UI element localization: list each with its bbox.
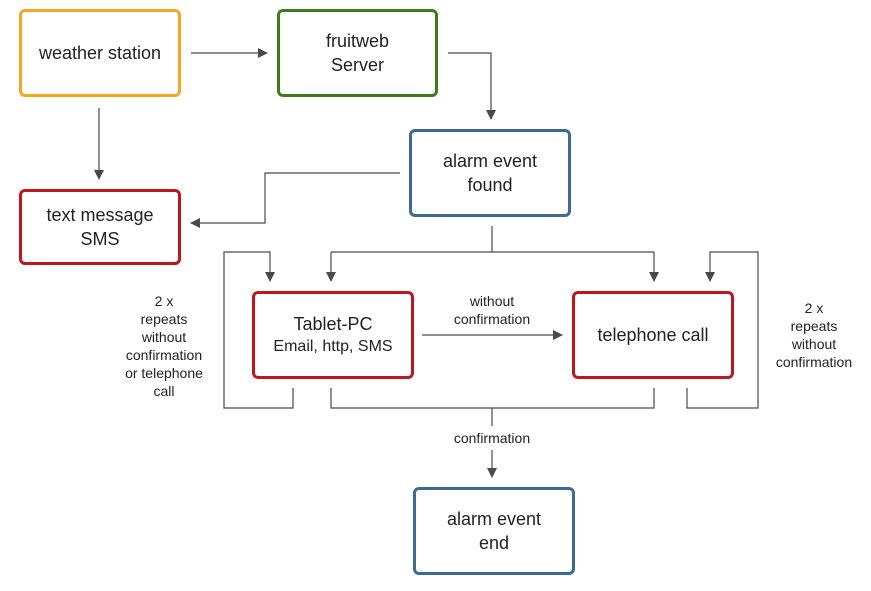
right-repeats-label: 2 x repeats without confirmation [762, 299, 866, 371]
left-repeats-line6: call [153, 383, 175, 399]
loop-left-repeat [223, 251, 294, 409]
alarm-event-found-line1: alarm event [442, 151, 538, 171]
confirmation-text: confirmation [453, 430, 531, 446]
alarm-event-found-line2: found [467, 175, 513, 195]
text-message-line2: SMS [80, 229, 120, 249]
without-confirmation-label: without confirmation [432, 292, 552, 328]
alarm-event-end-line1: alarm event [446, 509, 542, 529]
arrow-alarm-to-sms [190, 172, 400, 228]
alarm-event-end-node: alarm event end [413, 487, 575, 575]
confirmation-label: confirmation [432, 429, 552, 447]
right-repeats-line4: confirmation [775, 354, 853, 370]
telephone-call-label: telephone call [597, 325, 709, 345]
tablet-pc-node: Tablet-PC Email, http, SMS [252, 291, 414, 379]
text-message-node: text message SMS [19, 189, 181, 265]
without-confirmation-line1: without [469, 293, 515, 309]
loop-right-repeat [686, 251, 759, 409]
without-confirmation-line2: confirmation [453, 311, 531, 327]
server-label: Server [330, 55, 384, 75]
right-repeats-line2: repeats [790, 318, 838, 334]
left-repeats-label: 2 x repeats without confirmation or tele… [109, 292, 219, 400]
telephone-call-node: telephone call [572, 291, 734, 379]
alarm-event-end-line2: end [478, 533, 510, 553]
fruitweb-server-node: fruitweb Server [277, 9, 438, 97]
right-repeats-line1: 2 x [804, 300, 824, 316]
left-repeats-line5: or telephone [125, 365, 203, 381]
left-repeats-line4: confirmation [125, 347, 203, 363]
text-message-line1: text message [46, 205, 154, 225]
weather-station-label: weather station [38, 43, 162, 63]
tablet-pc-channels: Email, http, SMS [273, 338, 393, 355]
weather-station-node: weather station [19, 9, 181, 97]
left-repeats-line1: 2 x [154, 293, 174, 309]
left-repeats-line3: without [141, 329, 187, 345]
arrow-server-to-alarm [448, 52, 496, 120]
left-repeats-line2: repeats [140, 311, 188, 327]
alarm-event-found-node: alarm event found [409, 129, 571, 217]
right-repeats-line3: without [791, 336, 837, 352]
line-confirm-tablet [330, 388, 655, 409]
tablet-pc-title: Tablet-PC [293, 314, 373, 334]
fruitweb-label: fruitweb [325, 31, 390, 51]
